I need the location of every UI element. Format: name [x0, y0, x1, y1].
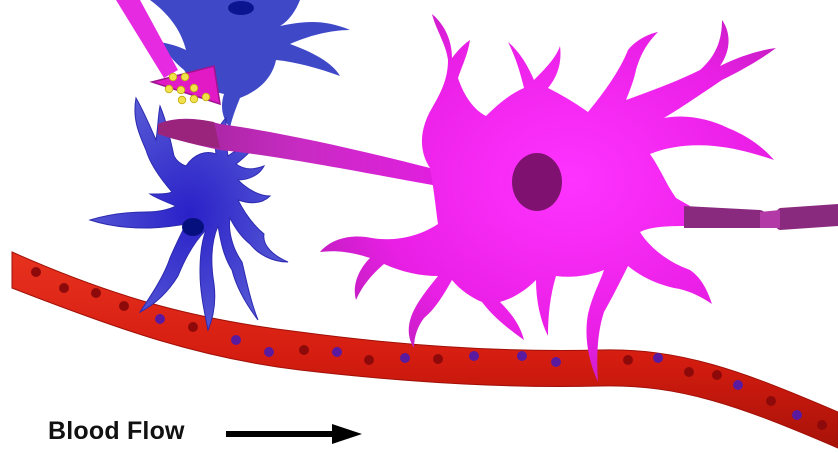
- neuron: [320, 14, 776, 382]
- nucleus-top: [228, 1, 254, 15]
- blood-flow-arrow: [226, 424, 362, 444]
- neuron-nucleus: [512, 153, 562, 211]
- astrocyte-nucleus: [182, 218, 204, 236]
- blood-flow-label: Blood Flow: [48, 417, 185, 446]
- myelin-sheath: [684, 204, 838, 230]
- astrocyte-top: [150, 0, 350, 128]
